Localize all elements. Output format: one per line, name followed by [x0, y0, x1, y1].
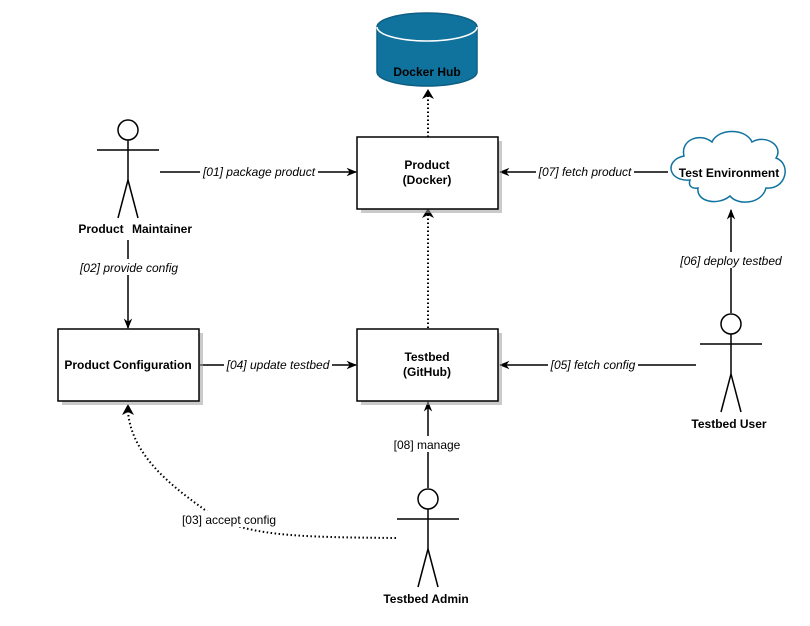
product-docker-label-line1: Product	[404, 158, 449, 172]
edge-accept-config: [03] accept config	[122, 404, 397, 539]
test-environment-cloud-icon[interactable]: Test Environment	[670, 130, 786, 203]
edge-label-02: [02] provide config	[79, 261, 178, 275]
edge-label-04: [04] update testbed	[226, 358, 330, 372]
docker-hub-label: Docker Hub	[393, 65, 460, 79]
product-configuration-label: Product Configuration	[64, 358, 191, 372]
edge-label-08: [08] manage	[394, 438, 461, 452]
edge-fetch-product: [07] fetch product	[498, 163, 668, 179]
edge-label-07: [07] fetch product	[538, 165, 632, 179]
testbed-admin-label: Testbed Admin	[383, 592, 468, 606]
product-maintainer-actor-icon[interactable]: Product Maintainer	[76, 119, 195, 236]
product-docker-label-line2: (Docker)	[403, 173, 452, 187]
edge-product-to-dockerhub	[422, 89, 434, 137]
edge-label-03: [03] accept config	[182, 513, 276, 527]
testbed-user-label: Testbed User	[691, 417, 766, 431]
product-docker-node[interactable]: Product (Docker)	[356, 136, 502, 213]
testbed-admin-actor-icon[interactable]: Testbed Admin	[383, 488, 469, 606]
testbed-github-label-line2: (GitHub)	[403, 365, 451, 379]
edge-package-product: [01] package product	[160, 163, 358, 179]
edge-update-testbed: [04] update testbed	[200, 356, 358, 372]
edge-manage: [08] manage	[391, 400, 463, 488]
edge-label-01: [01] package product	[202, 165, 316, 179]
product-maintainer-label-line2: Maintainer	[132, 222, 192, 236]
edge-deploy-testbed: [06] deploy testbed	[677, 208, 785, 313]
testbed-github-node[interactable]: Testbed (GitHub)	[356, 328, 502, 405]
edge-label-06: [06] deploy testbed	[679, 254, 782, 268]
test-environment-label: Test Environment	[679, 166, 779, 180]
testbed-user-actor-icon[interactable]: Testbed User	[691, 313, 767, 431]
product-configuration-node[interactable]: Product Configuration	[57, 328, 203, 405]
edge-testbed-to-product	[422, 208, 434, 328]
testbed-github-label-line1: Testbed	[404, 350, 449, 364]
product-maintainer-label-line1: Product	[78, 222, 123, 236]
edge-label-05: [05] fetch config	[550, 358, 636, 372]
docker-hub-database-icon: Docker Hub	[376, 12, 478, 87]
edge-provide-config: [02] provide config	[77, 240, 181, 330]
edge-fetch-config: [05] fetch config	[498, 356, 696, 372]
